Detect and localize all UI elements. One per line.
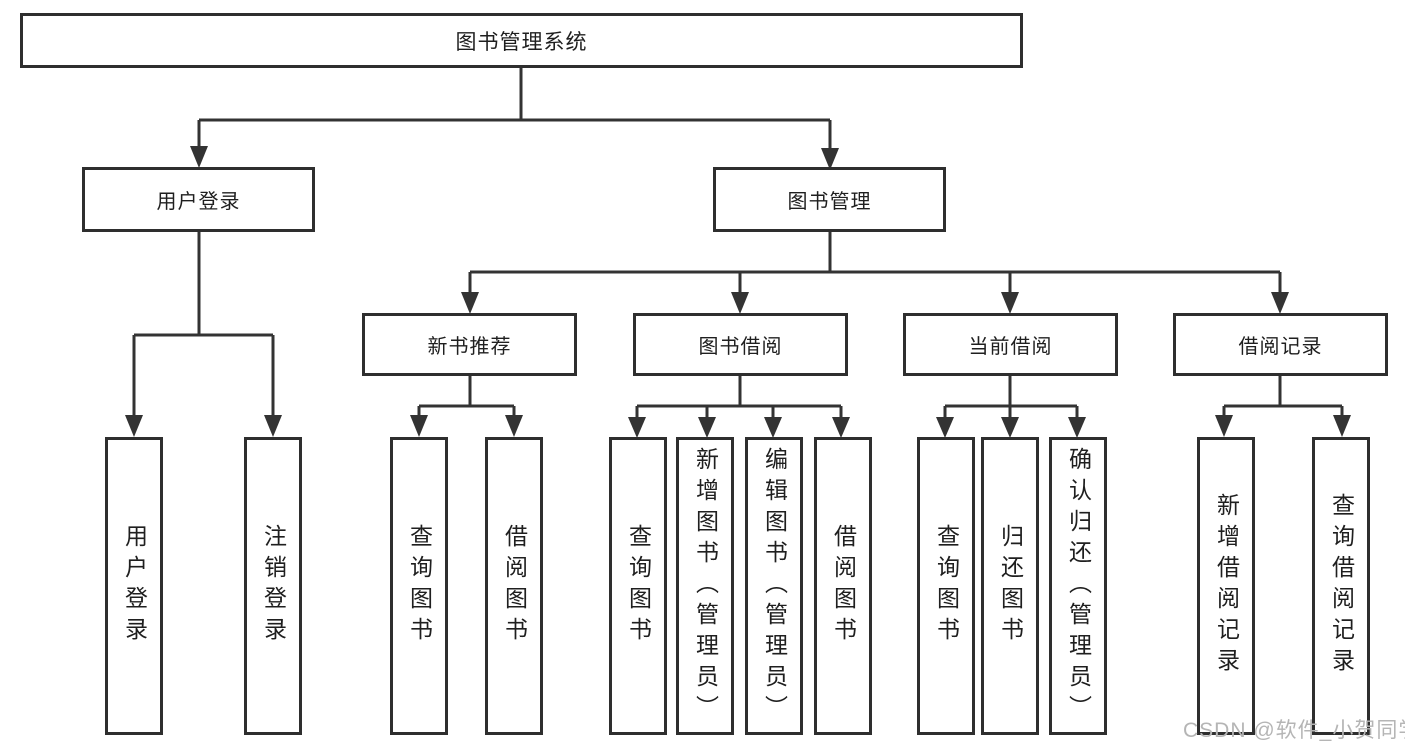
leaf-logout-label: 注销登录	[260, 524, 287, 648]
leaf-user-login-label: 用户登录	[121, 524, 148, 648]
leaf-user-login: 用户登录	[105, 437, 163, 735]
leaf-cb-confirm-return-admin: 确认归还（管理员）	[1049, 437, 1107, 735]
leaf-cb-query-books: 查询图书	[917, 437, 975, 735]
leaf-br-query-record: 查询借阅记录	[1312, 437, 1370, 735]
leaf-nb-query-books: 查询图书	[390, 437, 448, 735]
leaf-bb-add-books-admin-label: 新增图书（管理员）	[692, 446, 719, 726]
leaf-br-add-record-label: 新增借阅记录	[1213, 493, 1240, 679]
leaf-bb-add-books-admin: 新增图书（管理员）	[676, 437, 734, 735]
leaf-bb-query-books-label: 查询图书	[625, 524, 652, 648]
leaf-cb-return-books-label: 归还图书	[997, 524, 1024, 648]
node-borrow-records: 借阅记录	[1173, 313, 1388, 376]
leaf-bb-borrow-books-label: 借阅图书	[830, 524, 857, 648]
leaf-br-query-record-label: 查询借阅记录	[1328, 493, 1355, 679]
node-user-login: 用户登录	[82, 167, 315, 232]
leaf-nb-borrow-books-label: 借阅图书	[501, 524, 528, 648]
leaf-cb-return-books: 归还图书	[981, 437, 1039, 735]
leaf-bb-query-books: 查询图书	[609, 437, 667, 735]
node-root: 图书管理系统	[20, 13, 1023, 68]
leaf-nb-query-books-label: 查询图书	[406, 524, 433, 648]
node-current-borrow: 当前借阅	[903, 313, 1118, 376]
leaf-bb-borrow-books: 借阅图书	[814, 437, 872, 735]
leaf-bb-edit-books-admin-label: 编辑图书（管理员）	[761, 446, 788, 726]
csdn-watermark: CSDN @软件_小贺同学	[1183, 719, 1405, 742]
leaf-logout: 注销登录	[244, 437, 302, 735]
leaf-nb-borrow-books: 借阅图书	[485, 437, 543, 735]
leaf-br-add-record: 新增借阅记录	[1197, 437, 1255, 735]
node-new-book-recommend: 新书推荐	[362, 313, 577, 376]
node-book-management: 图书管理	[713, 167, 946, 232]
leaf-bb-edit-books-admin: 编辑图书（管理员）	[745, 437, 803, 735]
leaf-cb-confirm-return-admin-label: 确认归还（管理员）	[1065, 446, 1092, 726]
leaf-cb-query-books-label: 查询图书	[933, 524, 960, 648]
node-book-borrow: 图书借阅	[633, 313, 848, 376]
